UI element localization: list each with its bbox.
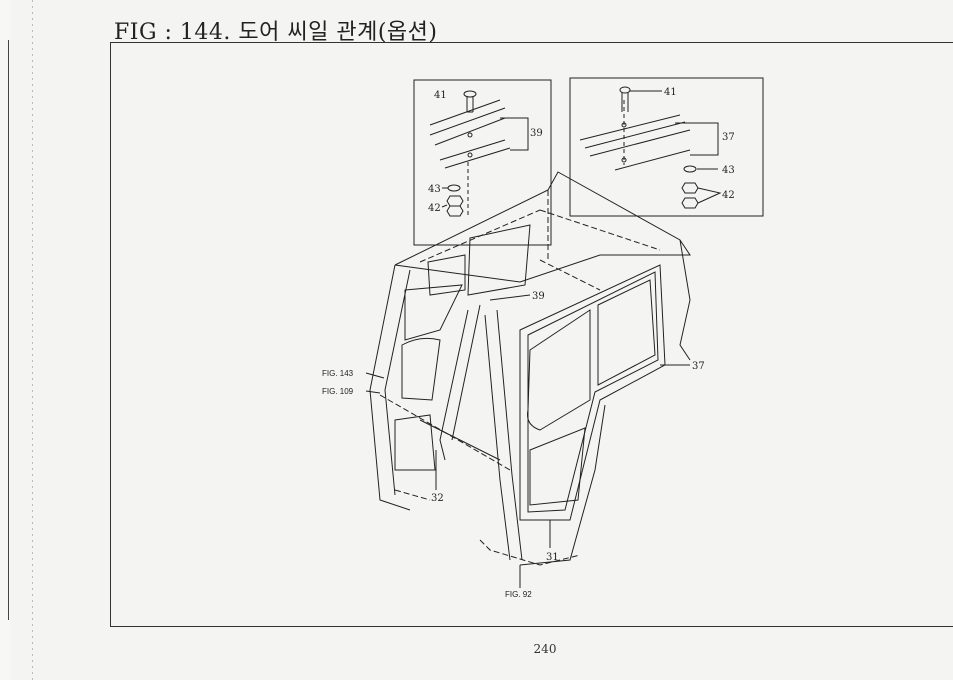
bolt-icon	[463, 90, 477, 113]
callout-32-main: 32	[431, 493, 444, 504]
callout-31-main: 31	[546, 552, 559, 563]
figure-frame	[110, 42, 953, 627]
binding-dots	[32, 0, 33, 680]
callout-41-right: 41	[664, 87, 677, 98]
callout-42-left: 42	[428, 203, 441, 214]
seal-strip-icon	[429, 99, 511, 169]
page-number: 240	[533, 642, 557, 656]
callout-43-right: 43	[722, 165, 735, 176]
binding-margin	[0, 0, 10, 680]
bolt-icon	[619, 86, 631, 112]
callout-37-right: 37	[722, 132, 735, 143]
ref-fig109: FIG. 109	[322, 387, 354, 396]
cab-body	[365, 171, 691, 588]
callout-42-right: 42	[722, 190, 735, 201]
callout-41-left: 41	[434, 90, 447, 101]
ref-fig92: FIG. 92	[505, 590, 532, 599]
washer-icon	[447, 184, 461, 192]
callout-37-main: 37	[692, 361, 705, 372]
page-title: FIG : 144. 도어 씨일 관계(옵션)	[114, 20, 438, 45]
callout-39-left: 39	[530, 128, 543, 139]
seal-strip-icon	[579, 114, 691, 171]
inset-left-frame	[413, 79, 552, 246]
callout-39-main: 39	[532, 291, 545, 302]
ref-fig143: FIG. 143	[322, 369, 354, 378]
washer-icon	[683, 165, 697, 173]
callout-43-left: 43	[428, 184, 441, 195]
nut-icon	[446, 195, 464, 217]
nut-icon	[681, 182, 699, 209]
inset-right-frame	[569, 77, 764, 217]
margin-rule	[8, 40, 9, 620]
